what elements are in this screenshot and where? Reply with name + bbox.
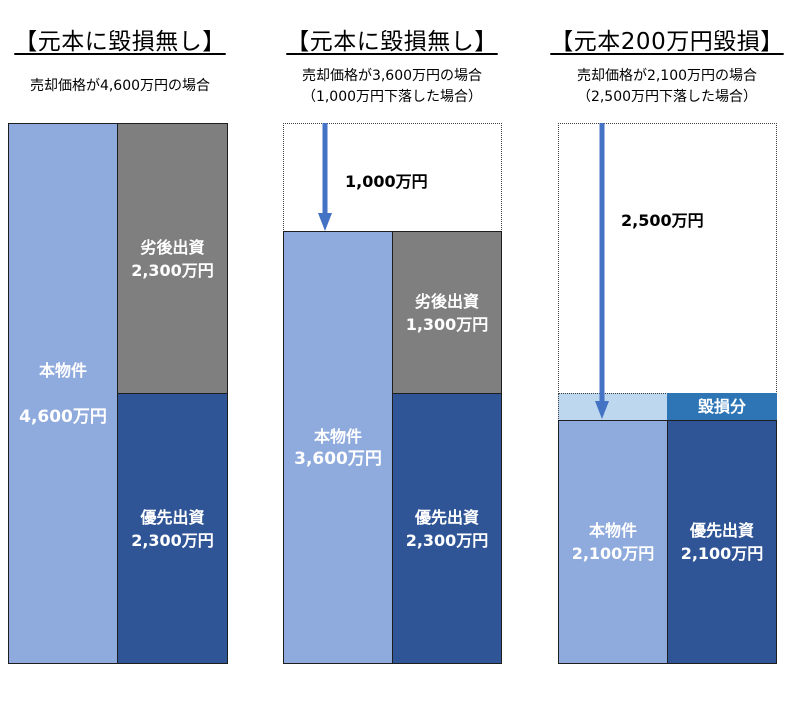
column-1-property-label: 本物件 xyxy=(38,360,87,380)
column-3-property-block: 本物件 2,100万円 xyxy=(558,420,668,664)
column-1-title: 【元本に毀損無し】 xyxy=(14,29,226,55)
column-3-property-label: 本物件 xyxy=(588,521,637,540)
column-3-subtitle-line-2: （2,500万円下落した場合） xyxy=(576,89,758,105)
column-2-subtitle-line-1: 売却価格が3,600万円の場合 xyxy=(301,68,483,84)
column-3-property-value: 2,100万円 xyxy=(571,544,655,563)
column-1-property-value: 4,600万円 xyxy=(19,406,107,427)
column-3-drop-area xyxy=(558,123,777,394)
column-1-mezzanine-label: 劣後出資 xyxy=(140,237,205,257)
column-2-property-value: 3,600万円 xyxy=(294,448,382,469)
column-2-mezzanine-value: 1,300万円 xyxy=(405,314,489,334)
column-2-senior-value: 2,300万円 xyxy=(405,530,489,550)
column-2-mezzanine-label: 劣後出資 xyxy=(414,291,479,311)
column-1-senior-label: 優先出資 xyxy=(140,507,205,527)
column-3-down-arrow-icon xyxy=(595,123,609,419)
column-3-title: 【元本200万円毀損】 xyxy=(550,29,784,55)
column-1-senior-block: 優先出資 2,300万円 xyxy=(117,393,228,664)
column-3-drop-amount: 2,500万円 xyxy=(621,211,704,230)
column-2-drop-amount: 1,000万円 xyxy=(345,172,428,191)
column-2-subtitle-line-2: （1,000万円下落した場合） xyxy=(301,89,483,105)
column-3-senior-block: 優先出資 2,100万円 xyxy=(667,420,777,664)
column-3-loss-label: 毀損分 xyxy=(697,397,746,416)
column-1-mezzanine-value: 2,300万円 xyxy=(131,260,214,280)
column-2-property-block: 本物件 3,600万円 xyxy=(283,231,393,664)
column-2-senior-label: 優先出資 xyxy=(414,507,479,527)
column-2-property-label: 本物件 xyxy=(313,426,362,446)
column-1-subtitle: 売却価格が4,600万円の場合 xyxy=(29,78,211,94)
column-3-senior-value: 2,100万円 xyxy=(680,544,764,563)
column-3-loss-label-box: 毀損分 xyxy=(667,393,777,421)
column-2-title: 【元本に毀損無し】 xyxy=(286,29,498,55)
column-3-subtitle-line-1: 売却価格が2,100万円の場合 xyxy=(576,68,758,84)
column-3-loss-area xyxy=(558,393,668,421)
column-2-senior-block: 優先出資 2,300万円 xyxy=(392,393,502,664)
column-2-mezzanine-block: 劣後出資 1,300万円 xyxy=(392,231,502,394)
column-1-senior-value: 2,300万円 xyxy=(131,530,214,550)
column-2-down-arrow-icon xyxy=(318,123,332,231)
column-1-mezzanine-block: 劣後出資 2,300万円 xyxy=(117,123,228,394)
column-1-property-block: 本物件 4,600万円 xyxy=(8,123,118,664)
column-3-senior-label: 優先出資 xyxy=(689,521,754,540)
